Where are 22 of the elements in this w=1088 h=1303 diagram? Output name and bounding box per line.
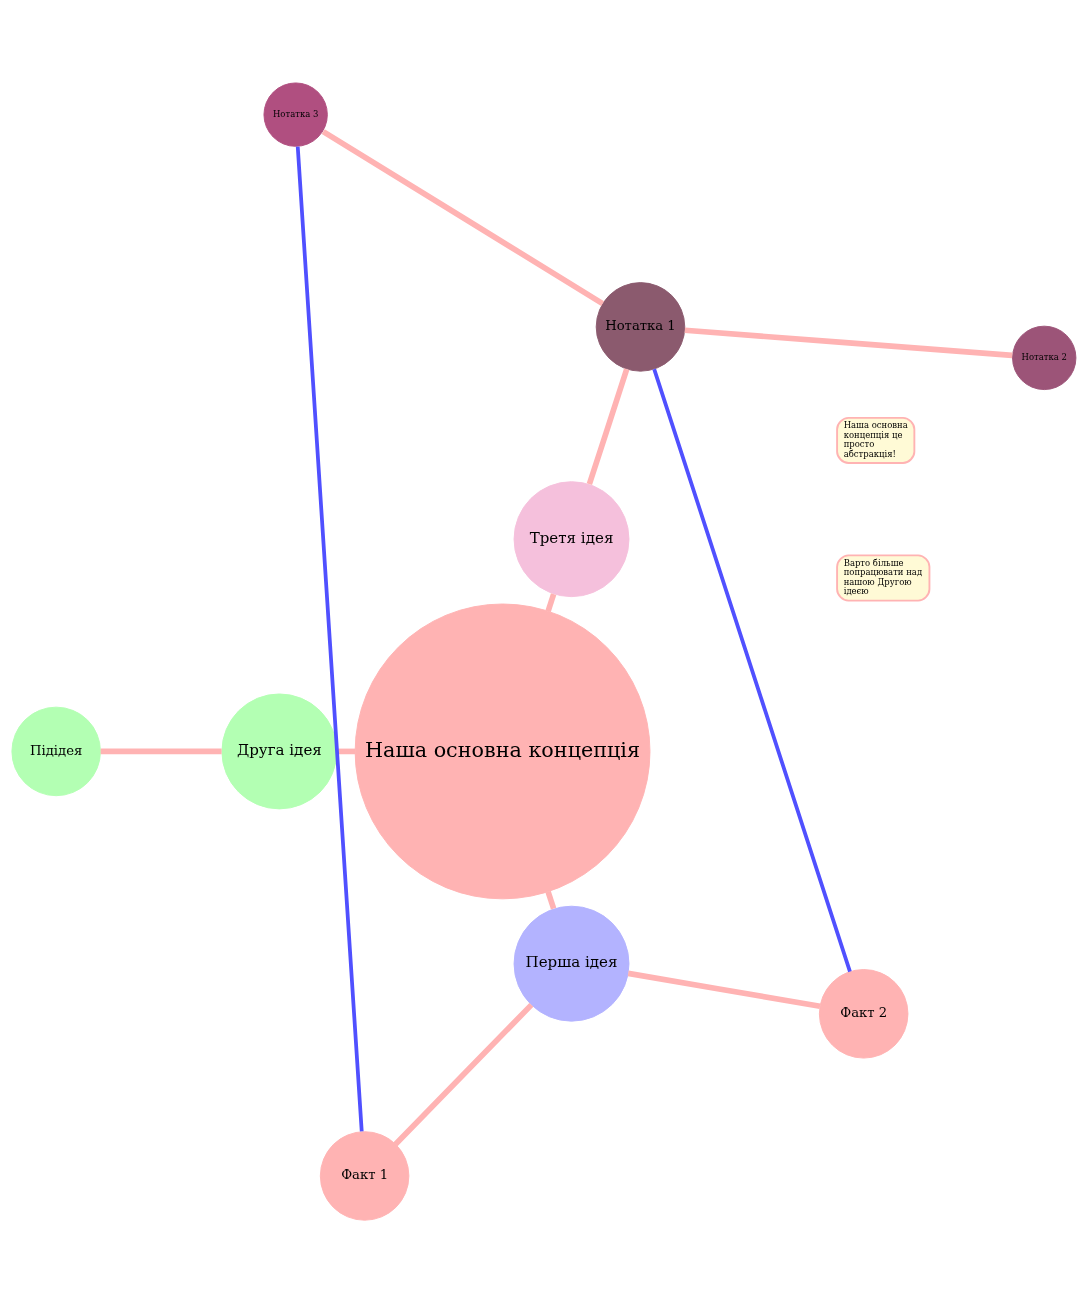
node-circle: Підідея [11,706,101,797]
node-circle: Нотатка 2 [1012,325,1077,391]
connector [100,748,222,755]
connector [627,970,821,1010]
node-circle: Нотатка 1 [595,282,686,372]
connector [393,1002,534,1147]
connector [586,368,630,486]
connector [295,146,364,1132]
node-circle: Друга ідея [221,693,338,810]
node-circle: Нотатка 3 [263,82,328,147]
connector [545,890,557,910]
connector [652,368,852,973]
connector [321,129,605,306]
connector [545,593,557,613]
node-circle: Факт 1 [319,1131,410,1221]
node-circle: Перша ідея [513,905,630,1022]
node-circle: Третя ідея [513,481,630,598]
node-circle: Наша основна концепція [354,603,651,900]
node-circle: Факт 2 [818,969,909,1059]
node-box: Варто більше попрацювати над нашою Другою ідеєю [836,554,931,602]
node-box: Наша основна концепція це просто абстракція! [836,416,916,464]
connector [684,327,1013,359]
